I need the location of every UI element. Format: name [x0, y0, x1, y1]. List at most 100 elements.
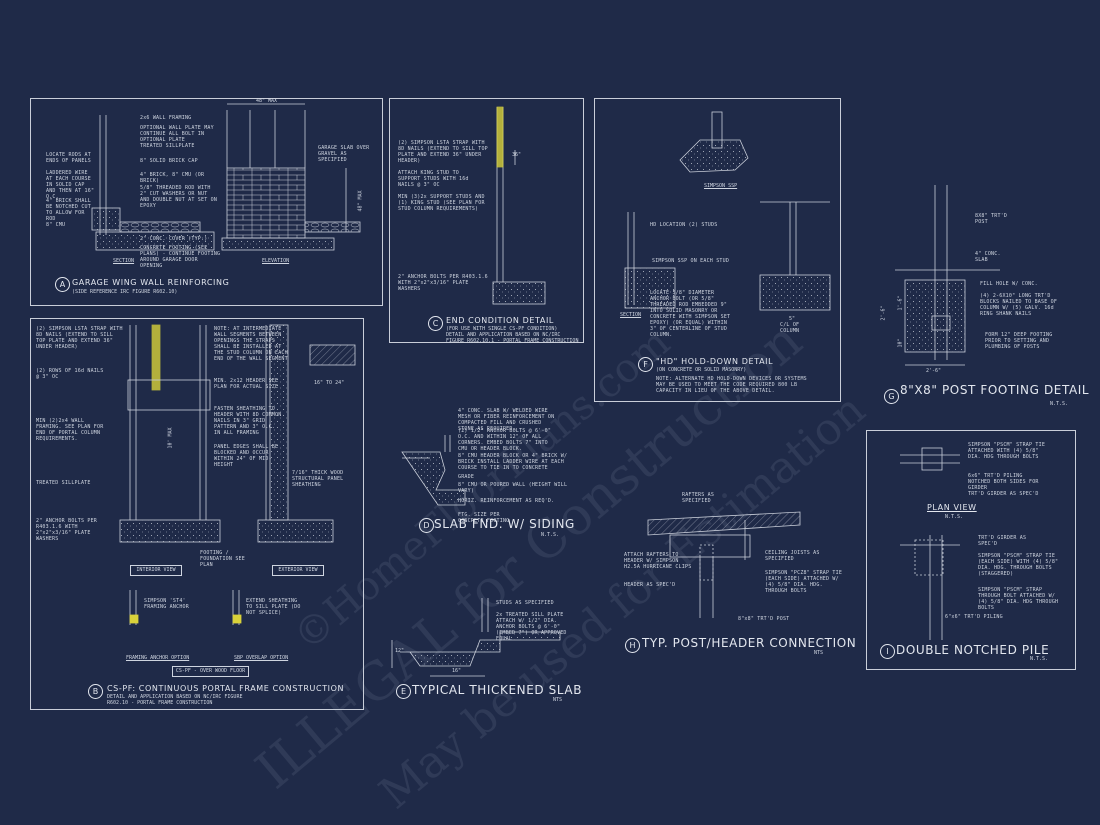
b-note-sillplate: TREATED SILLPLATE — [36, 480, 91, 486]
f-label-simpson: SIMPSON SSP — [704, 183, 738, 189]
a-note-notched-brick: 4" BRICK SHALL BE NOTCHED CUT TO ALLOW F… — [46, 198, 91, 222]
c-note-strap: (2) SIMPSON LSTA STRAP WITH 8D NAILS (EX… — [398, 140, 488, 164]
b-note-panel-edges: PANEL EDGES SHALL BE BLOCKED AND OCCUR W… — [214, 444, 279, 468]
detail-a-lines — [91, 103, 361, 251]
f-dim: 5" — [789, 316, 796, 322]
h-scale: NTS — [814, 650, 824, 656]
a-note-rod: 5/8" THREADED ROD WITH 2" CUT WASHERS OR… — [140, 185, 218, 209]
detail-a-frame — [30, 98, 383, 306]
detail-i-frame — [866, 430, 1076, 670]
a-note-locate-rods: LOCATE RODS AT ENDS OF PANELS — [46, 152, 91, 164]
f-note-cl: C/L OF COLUMN — [780, 322, 800, 334]
b-detail-marker: B — [88, 684, 103, 699]
i-note-plan-girder: TRT'D GIRDER AS SPEC'D — [968, 491, 1039, 497]
h-note-attach: ATTACH RAFTERS TO HEADER W/ SIMPSON H2.5… — [624, 552, 692, 570]
b-label-floor: CS-PF - OVER WOOD FLOOR — [172, 666, 249, 677]
d-note-slab: 4" CONC. SLAB W/ WELDED WIRE MESH OR FIB… — [458, 408, 555, 432]
i-note-plan-piling: 6x6" TRT'D PILING NOTCHED BOTH SIDES FOR… — [968, 473, 1039, 491]
e-detail-marker: E — [396, 684, 411, 699]
d-title: SLAB FND. W/ SIDING — [434, 517, 575, 531]
a-note-garage-slab: GARAGE SLAB OVER GRAVEL AS SPECIFIED — [318, 145, 370, 163]
c-subtitle-1: (FOR USE WITH SINGLE CS-PF CONDITION) — [446, 326, 558, 332]
g-note-post: 8X8" TRT'D POST — [975, 213, 1008, 225]
b-label-interior: INTERIOR VIEW — [130, 565, 182, 576]
detail-c-frame — [389, 98, 584, 343]
h-note-post: 8"x8" TRT'D POST — [738, 616, 790, 622]
detail-h-lines — [647, 511, 801, 618]
b-subtitle-2: R602.10 - PORTAL FRAME CONSTRUCTION — [107, 700, 213, 706]
i-note-girder: TRT'D GIRDER AS SPEC'D — [978, 535, 1027, 547]
d-note-horiz: HORIZ. REINFORCEMENT AS REQ'D. — [458, 498, 555, 504]
e-scale: NTS — [553, 697, 563, 703]
d-note-header-block: 8" CMU HEADER BLOCK OR 4" BRICK W/ BRICK… — [458, 453, 568, 471]
a-note-framing: 2x6 WALL FRAMING — [140, 115, 192, 121]
g-dim-h1: 2'-6" — [880, 305, 887, 321]
f-note-anchor: LOCATE 5/8" DIAMETER ANCHOR BOLT (OR 5/8… — [650, 290, 731, 338]
detail-f-lines — [624, 111, 831, 311]
i-plan-scale: N.T.S. — [945, 514, 964, 520]
c-note-king-stud: ATTACH KING STUD TO SUPPORT STUDS WITH 1… — [398, 170, 469, 188]
d-note-grade: GRADE — [458, 474, 475, 480]
g-note-form: FORM 12" DEEP FOOTING PRIOR TO SETTING A… — [985, 332, 1053, 350]
a-note-brick-cap: 8" SOLID BRICK CAP — [140, 158, 198, 164]
h-note-header: HEADER AS SPEC'D — [624, 582, 676, 588]
i-plan-title: PLAN VIEW — [927, 503, 977, 512]
f-title: "HD" HOLD-DOWN DETAIL — [656, 357, 774, 366]
h-detail-marker: H — [625, 638, 640, 653]
detail-g-lines — [895, 185, 1000, 366]
g-detail-marker: G — [884, 389, 899, 404]
f-note-location: HD LOCATION (2) STUDS — [650, 222, 718, 228]
b-note-sheathing: 7/16" THICK WOOD STRUCTURAL PANEL SHEATH… — [292, 470, 344, 488]
h-note-ceiling: CEILING JOISTS AS SPECIFIED — [765, 550, 820, 562]
detail-d-lines — [401, 435, 466, 506]
h-note-strap: SIMPSON "PCZ8" STRAP TIE (EACH SIDE) ATT… — [765, 570, 843, 594]
b-label-framing: FRAMING ANCHOR OPTION — [126, 655, 190, 661]
a-note-sillplate: TREATED SILLPLATE — [140, 143, 195, 149]
g-title: 8"X8" POST FOOTING DETAIL — [900, 383, 1090, 397]
b-note-extend-sheathing: EXTEND SHEATHING TO SILL PLATE (DO NOT S… — [246, 598, 301, 616]
g-dim-w: 2'-6" — [926, 368, 942, 374]
c-dim: 36" — [512, 152, 522, 158]
a-note-cover: 2" CONC. COVER (TYP.) — [140, 236, 208, 242]
b-note-footing: FOOTING / FOUNDATION SEE PLAN — [200, 550, 245, 568]
f-note-ssp: SIMPSON SSP ON EACH STUD — [652, 258, 730, 264]
a-dim-top: 48" MAX — [256, 98, 278, 104]
c-subtitle-2: DETAIL AND APPLICATION BASED ON NC/IRC — [446, 332, 561, 338]
d-note-footing: FTG. SIZE PER CONCRETE FOOTING — [458, 512, 510, 524]
i-title: DOUBLE NOTCHED PILE — [896, 643, 1050, 657]
c-note-anchor: 2" ANCHOR BOLTS PER R403.1.6 WITH 2"x2"x… — [398, 274, 488, 292]
b-subtitle-1: DETAIL AND APPLICATION BASED ON NC/IRC F… — [107, 694, 243, 700]
e-note-sill: 2x TREATED SILL PLATE ATTACH W/ 1/2" DIA… — [496, 612, 567, 642]
b-note-intermediate: NOTE: AT INTERMEDIATE WALL SEGMENTS BETW… — [214, 326, 288, 362]
i-scale: N.T.S. — [1030, 656, 1049, 662]
e-note-studs: STUDS AS SPECIFIED — [496, 600, 554, 606]
a-note-optional-plate: OPTIONAL WALL PLATE MAY CONTINUE ALL BOL… — [140, 125, 214, 143]
f-label-section: SECTION — [620, 312, 642, 318]
d-note-anchor: (2) 1/2" ANCHOR BOLTS @ 6'-0" O.C. AND W… — [458, 428, 552, 452]
detail-e-lines — [391, 598, 561, 677]
a-dim-side: 48" MAX — [357, 190, 364, 212]
a-subtitle: (SIDE REFERENCE IRC FIGURE R602.10) — [72, 289, 178, 295]
b-note-st4: SIMPSON 'ST4' FRAMING ANCHOR — [144, 598, 189, 610]
g-note-fill: FILL HOLE W/ CONC. — [980, 281, 1038, 287]
b-note-strap: (2) SIMPSON LSTA STRAP WITH 8D NAILS (EX… — [36, 326, 123, 350]
detail-i-lines — [900, 447, 960, 640]
b-note-nails: (2) ROWS OF 16d NAILS @ 3" OC — [36, 368, 104, 380]
b-dim-height: 10' MAX — [167, 427, 174, 449]
a-note-brick: 4" BRICK, 8" CMU (OR BRICK) — [140, 172, 205, 184]
g-scale: N.T.S. — [1050, 401, 1069, 407]
a-note-cmu: 8" CMU — [46, 222, 66, 228]
i-note-plan-strap: SIMPSON "PSCM" STRAP TIE ATTACHED WITH (… — [968, 442, 1046, 460]
f-subtitle: (ON CONCRETE OR SOLID MASONRY) — [656, 367, 747, 373]
detail-f-frame — [594, 98, 841, 402]
g-note-blocks: (4) 2-6X10" LONG TRT'D BLOCKS NAILED TO … — [980, 293, 1058, 317]
a-label-elevation: ELEVATION — [262, 258, 290, 264]
b-note-header: MIN. 2x12 HEADER SEE PLAN FOR ACTUAL SIZ… — [214, 378, 279, 390]
a-note-laddered-wire: LADDERED WIRE AT EACH COURSE IN SOLID CA… — [46, 170, 95, 200]
c-note-support-studs: MIN (3)2x SUPPORT STUDS AND (1) KING STU… — [398, 194, 485, 212]
a-detail-marker: A — [55, 277, 70, 292]
e-title: TYPICAL THICKENED SLAB — [412, 683, 583, 697]
i-note-strap-each: SIMPSON "PSCM" STRAP TIE (EACH SIDE) WIT… — [978, 553, 1059, 577]
